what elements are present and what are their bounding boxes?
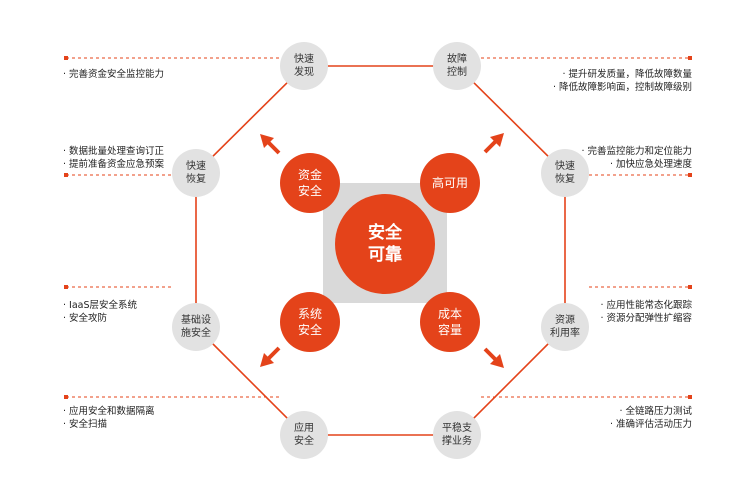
arrow-down-left-icon [260,346,281,367]
note-right-resource: · 应用性能常态化跟踪 · 资源分配弹性扩缩容 [600,299,692,325]
left-leaders [66,57,280,398]
note-line: · 应用安全和数据隔离 [63,406,155,417]
node-fast-discover: 快速 发现 [280,42,328,90]
note-line: · 完善资金安全监控能力 [63,69,165,80]
node-infra-security: 基础设 施安全 [172,303,220,351]
arrow-down-right-icon [483,347,504,368]
note-left-funds-monitor: · 完善资金安全监控能力 [63,68,164,81]
pillar-system-security: 系统 安全 [280,292,340,352]
node-resource-utilization: 资源 利用率 [541,303,589,351]
pillar-cost-capacity: 成本 容量 [420,292,480,352]
note-line: · IaaS层安全系统 [63,300,138,311]
note-line: · 提前准备资金应急预案 [63,159,165,170]
note-right-stress-test: · 全链路压力测试 · 准确评估活动压力 [610,405,692,431]
note-line: · 加快应急处理速度 [609,159,692,170]
note-line: · 降低故障影响面，控制故障级别 [552,82,692,93]
note-line: · 安全攻防 [63,313,108,324]
pillar-high-availability: 高可用 [420,153,480,213]
node-fast-recover-right: 快速 恢复 [541,149,589,197]
note-line: · 应用性能常态化跟踪 [600,300,692,311]
right-leaders [481,57,690,398]
note-line: · 资源分配弹性扩缩容 [600,313,692,324]
note-line: · 准确评估活动压力 [609,419,692,430]
node-app-security: 应用 安全 [280,411,328,459]
note-right-fault-control: · 提升研发质量，降低故障数量 · 降低故障影响面，控制故障级别 [553,68,692,94]
note-line: · 完善监控能力和定位能力 [581,146,692,157]
arrow-up-left-icon [260,134,281,155]
right-leader-dots [688,56,692,399]
core-circle-safe-reliable: 安全 可靠 [335,194,435,294]
arrow-up-right-icon [483,133,504,154]
note-line: · 安全扫描 [63,419,108,430]
left-leader-dots [64,56,68,399]
note-line: · 提升研发质量，降低故障数量 [562,69,692,80]
note-right-recover: · 完善监控能力和定位能力 · 加快应急处理速度 [581,145,692,171]
note-line: · 全链路压力测试 [619,406,692,417]
note-left-infra: · IaaS层安全系统 · 安全攻防 [63,299,137,325]
node-stable-support: 平稳支 撑业务 [433,411,481,459]
note-line: · 数据批量处理查询订正 [63,146,165,157]
pillar-funds-security: 资金 安全 [280,153,340,213]
note-left-app-security: · 应用安全和数据隔离 · 安全扫描 [63,405,155,431]
node-fault-control: 故障 控制 [433,42,481,90]
node-fast-recover-left: 快速 恢复 [172,149,220,197]
note-left-recover: · 数据批量处理查询订正 · 提前准备资金应急预案 [63,145,164,171]
